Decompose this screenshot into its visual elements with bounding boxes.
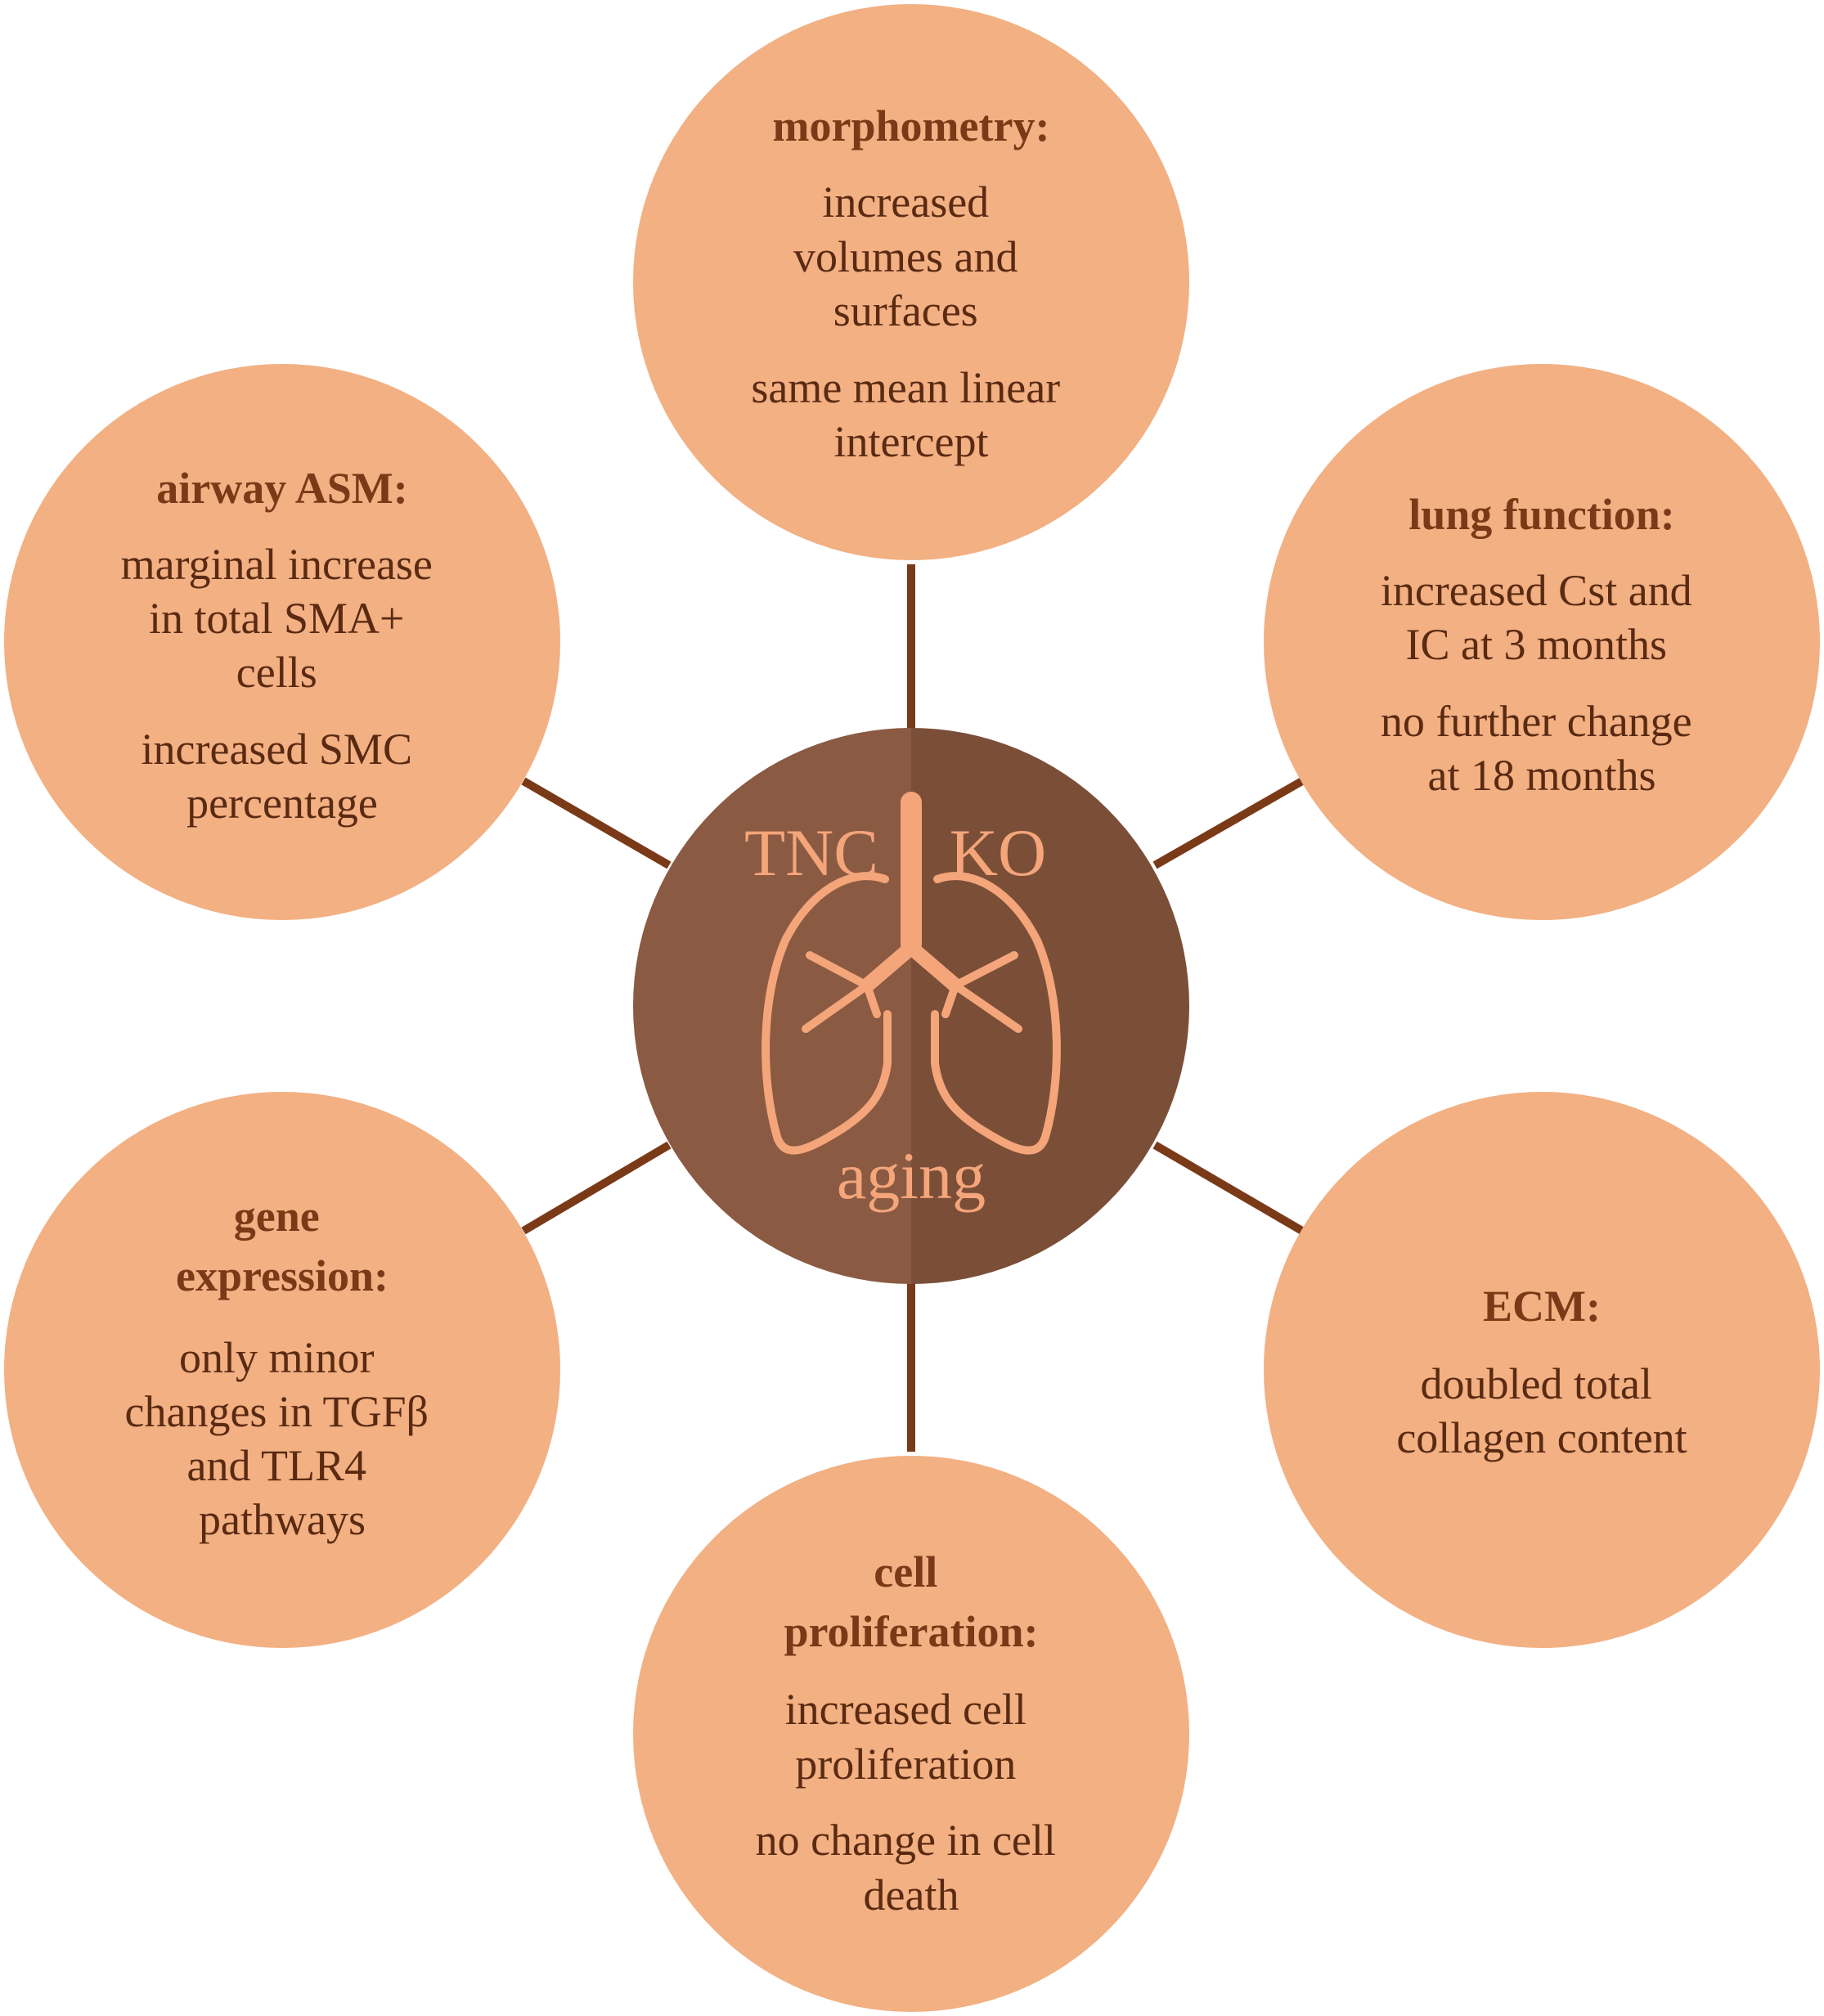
bronchi: [860, 943, 963, 993]
body-line: intercept: [834, 417, 989, 466]
body-line: in total SMA+: [149, 594, 404, 643]
node-airway-asm: airway ASM: marginal increase in total S…: [4, 364, 560, 920]
body-line: increased Cst and: [1381, 566, 1692, 615]
title-line: morphometry:: [773, 101, 1050, 150]
right-lung-outline: [931, 872, 1061, 1155]
node-body: only minor changes in TGFβ and TLR4 path…: [125, 1333, 440, 1544]
title-line: gene: [234, 1192, 320, 1241]
node-body: increased cell proliferation no change i…: [756, 1685, 1067, 1919]
title-line: proliferation:: [784, 1607, 1039, 1656]
body-line: IC at 3 months: [1406, 620, 1668, 669]
connectors: [521, 564, 1305, 1452]
body-line: percentage: [186, 779, 378, 828]
body-line: changes in TGFβ: [125, 1387, 429, 1436]
center-tnc-label: TNC: [744, 815, 878, 890]
connector-gene-expression: [521, 1141, 672, 1235]
node-title: ECM:: [1483, 1282, 1601, 1331]
body-line: collagen content: [1396, 1413, 1687, 1462]
lungs-icon: [761, 792, 1061, 1155]
title-line: lung function:: [1408, 490, 1675, 539]
body-line: increased SMC: [142, 725, 412, 774]
body-line: increased: [822, 177, 989, 227]
node-body: increased Cst and IC at 3 months no furt…: [1381, 566, 1703, 800]
connector-ecm: [1152, 1141, 1305, 1235]
body-line: pathways: [199, 1495, 366, 1544]
node-circle: [633, 1456, 1189, 2012]
title-line: airway ASM:: [156, 464, 407, 513]
body-line: no change in cell: [756, 1816, 1056, 1865]
connector-lung-function: [1152, 777, 1305, 869]
body-line: death: [864, 1870, 959, 1919]
title-line: expression:: [176, 1251, 389, 1300]
node-circle: [1264, 364, 1820, 920]
node-title: cell proliferation:: [784, 1547, 1039, 1656]
bronchi-right-branches: [941, 951, 1022, 1033]
body-line: at 18 months: [1428, 751, 1656, 800]
node-gene-expression: gene expression: only minor changes in T…: [4, 1092, 560, 1648]
node-circle: [633, 4, 1189, 560]
node-circle: [4, 364, 560, 920]
center-ko-label: KO: [950, 815, 1046, 890]
body-line: marginal increase: [121, 540, 433, 589]
title-line: ECM:: [1483, 1282, 1601, 1331]
body-line: doubled total: [1421, 1359, 1652, 1408]
node-circle: [4, 1092, 560, 1648]
node-title: lung function:: [1408, 490, 1675, 539]
node-body: increased volumes and surfaces same mean…: [751, 177, 1071, 466]
bronchi-left-branches: [802, 951, 881, 1033]
center-node: TNC KO aging: [633, 728, 1189, 1284]
body-line: and TLR4: [187, 1441, 366, 1490]
body-line: cells: [236, 648, 317, 697]
node-ecm: ECM: doubled total collagen content: [1264, 1092, 1820, 1648]
node-body: marginal increase in total SMA+ cells in…: [121, 540, 444, 828]
body-line: proliferation: [795, 1740, 1016, 1789]
left-lung-outline: [761, 872, 892, 1155]
node-title: airway ASM:: [156, 464, 407, 513]
node-circle: [1264, 1092, 1820, 1648]
center-aging-label: aging: [837, 1138, 986, 1213]
trachea: [901, 792, 922, 955]
node-lung-function: lung function: increased Cst and IC at 3…: [1264, 364, 1820, 920]
node-body: doubled total collagen content: [1396, 1359, 1687, 1462]
node-title: gene expression:: [176, 1192, 389, 1300]
node-cell-proliferation: cell proliferation: increased cell proli…: [633, 1456, 1189, 2012]
body-line: no further change: [1381, 697, 1692, 746]
node-morphometry: morphometry: increased volumes and surfa…: [633, 4, 1189, 560]
title-line: cell: [874, 1547, 937, 1596]
body-line: same mean linear: [751, 363, 1060, 412]
body-line: increased cell: [785, 1685, 1027, 1734]
body-line: only minor: [179, 1333, 375, 1382]
connector-airway-asm: [521, 777, 672, 869]
body-line: surfaces: [833, 286, 978, 335]
node-title: morphometry:: [773, 101, 1050, 150]
body-line: volumes and: [793, 232, 1018, 281]
